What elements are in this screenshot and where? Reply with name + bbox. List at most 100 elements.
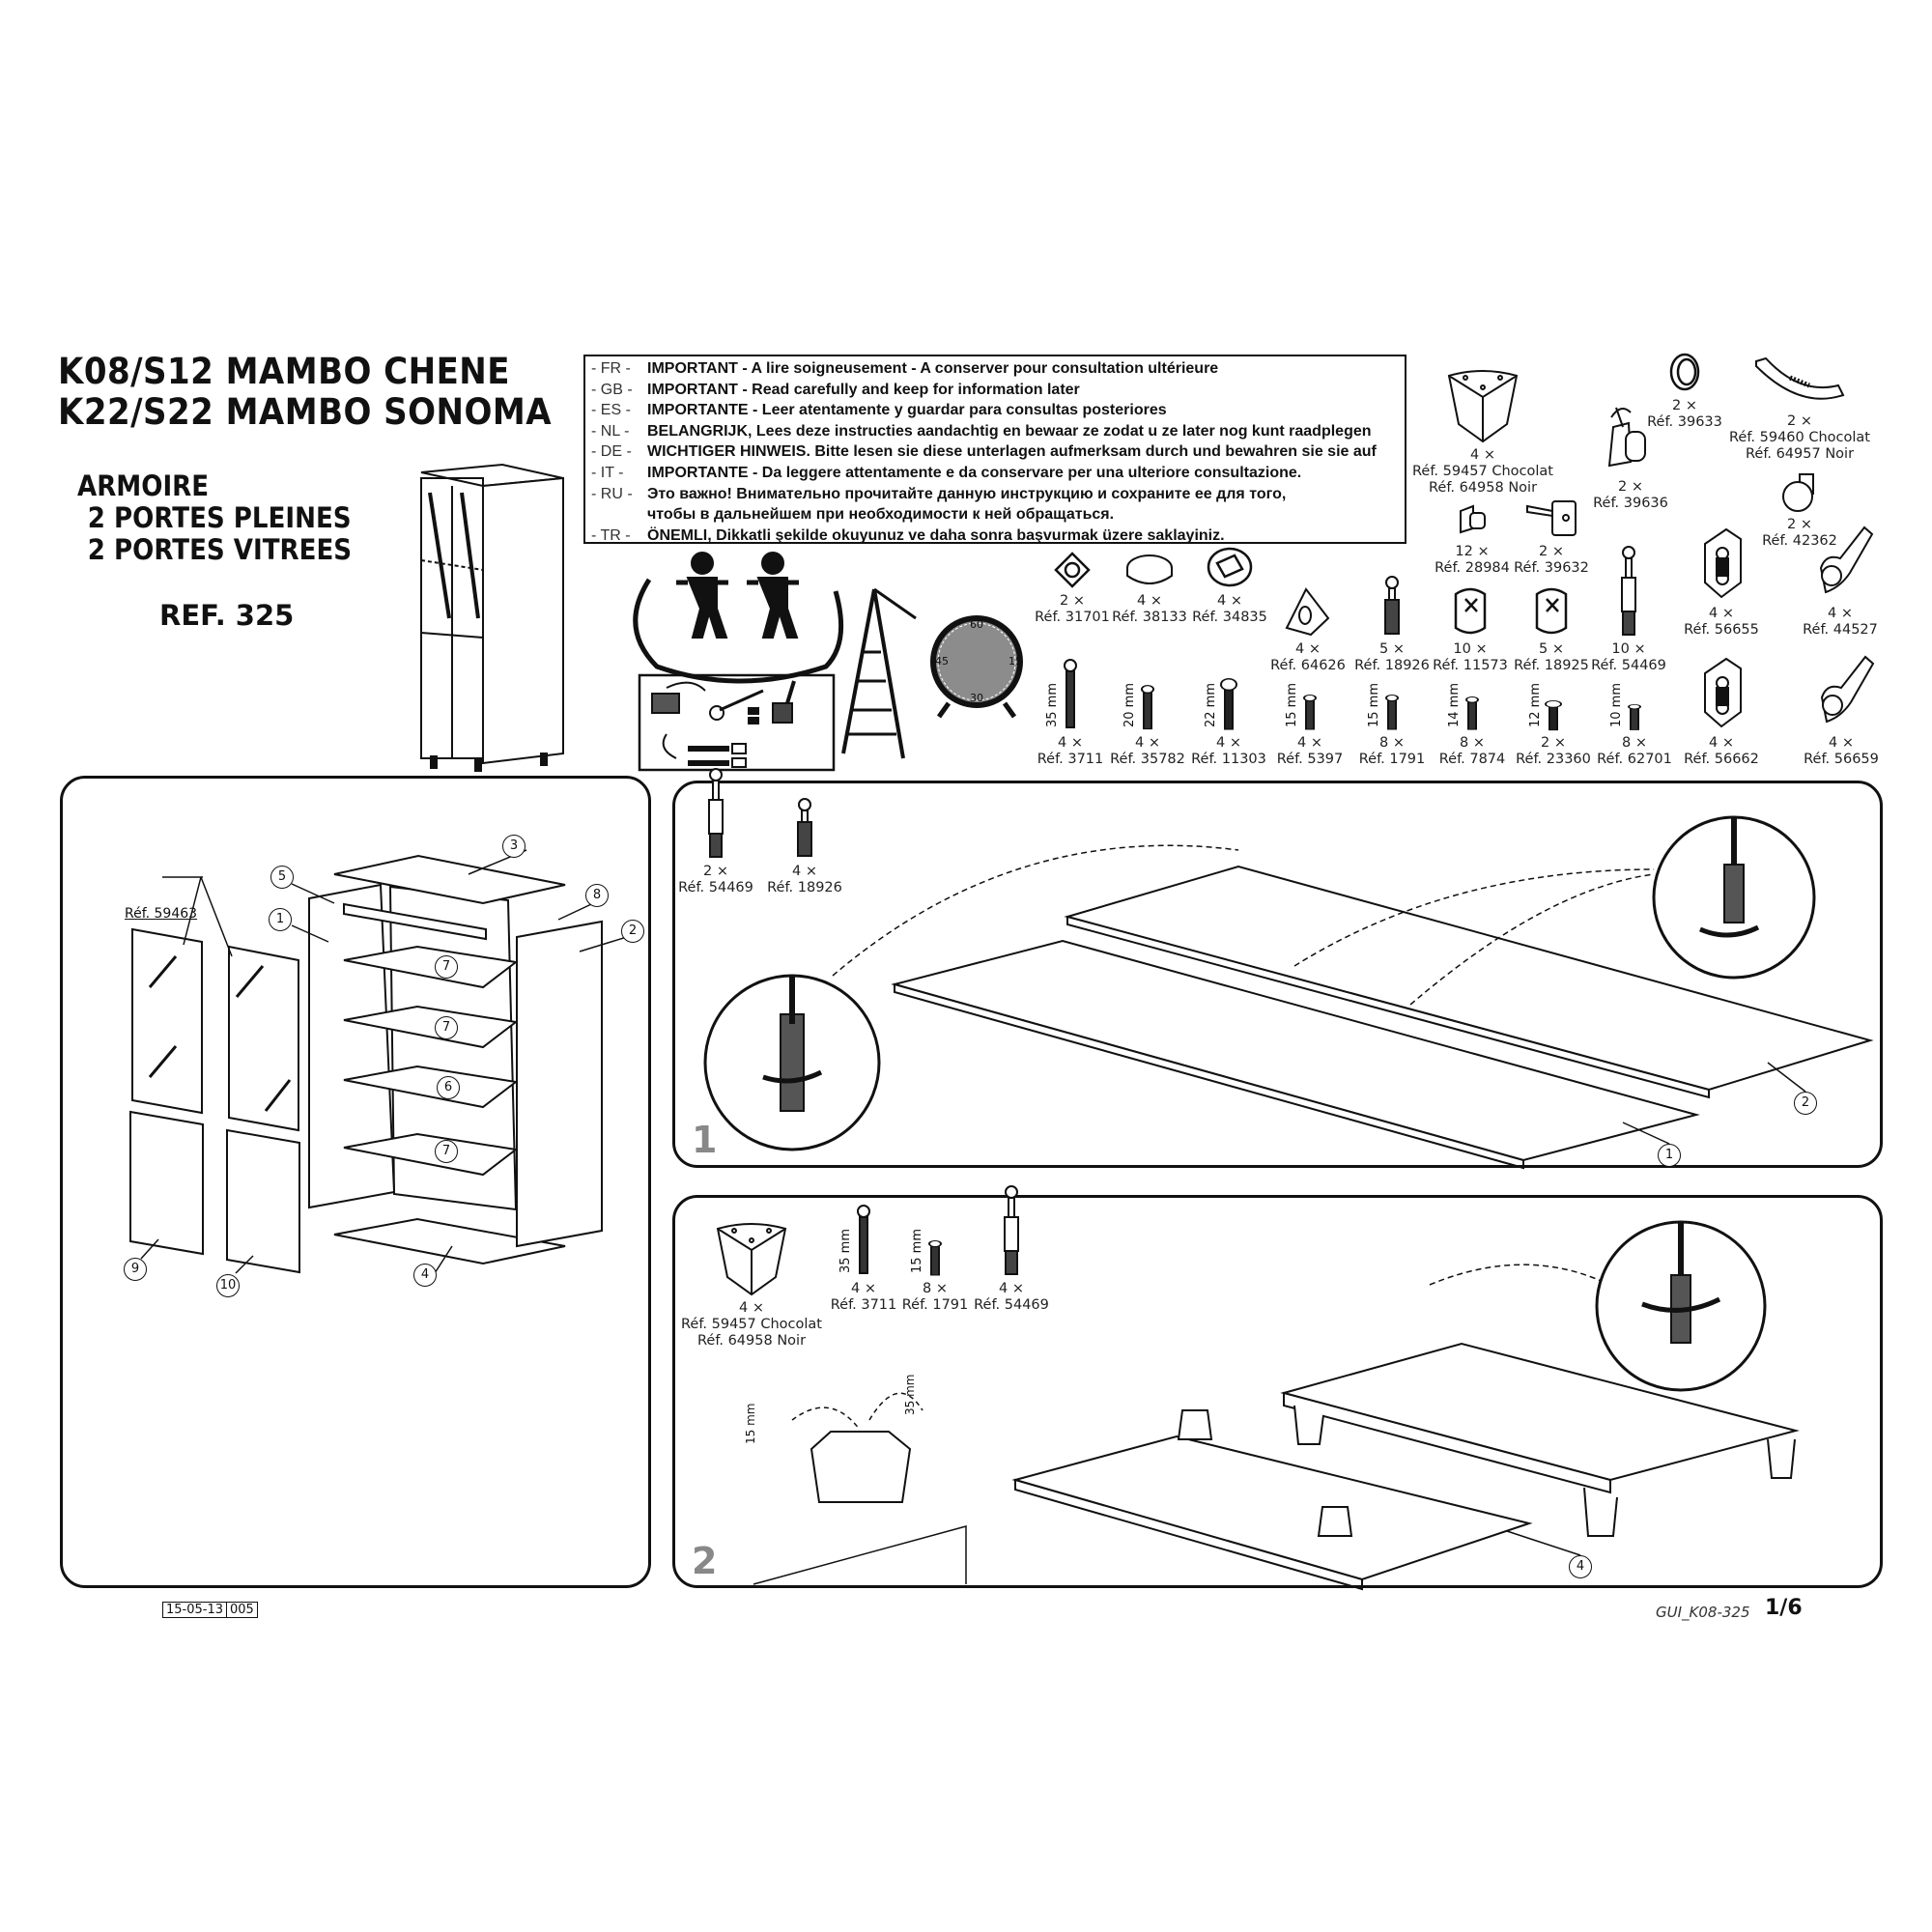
part-quantity: 4 × bbox=[739, 1300, 764, 1316]
clock-tick: 30 bbox=[970, 692, 983, 704]
part-label: 2 ×Réf. 54469 bbox=[629, 864, 803, 896]
length-label: 10 mm bbox=[1609, 682, 1624, 727]
page-number: 1/6 bbox=[1765, 1596, 1803, 1620]
part-ref: Réf. 56655 bbox=[1684, 622, 1759, 638]
part-number-callout: 4 bbox=[413, 1264, 437, 1287]
part-ref: Réf. 18926 bbox=[767, 880, 842, 895]
screw-icon bbox=[877, 1240, 993, 1277]
length-label: 12 mm bbox=[1528, 682, 1543, 727]
notice-line: - ES -IMPORTANTE - Leer atentamente y gu… bbox=[591, 400, 1405, 421]
part-quantity: 5 × bbox=[1539, 641, 1564, 657]
part-quantity: 4 × bbox=[851, 1281, 876, 1296]
part-ref: Réf. 39633 bbox=[1647, 414, 1722, 430]
clock-tick: 45 bbox=[935, 655, 949, 668]
step1-panel bbox=[672, 781, 1883, 1168]
part-quantity: 12 × bbox=[1455, 544, 1490, 559]
part-label: 10 ×Réf. 54469 bbox=[1542, 641, 1716, 674]
notice-lang: - RU - bbox=[591, 485, 633, 502]
part-label: 10 ×Réf. 11573 bbox=[1383, 641, 1557, 674]
part-label: 2 ×Réf. 31701 bbox=[985, 593, 1159, 626]
part-quantity: 4 × bbox=[1295, 641, 1321, 657]
part-number-callout: 2 bbox=[621, 920, 644, 943]
part-label: 2 ×Réf. 42362 bbox=[1713, 517, 1887, 550]
part-label: 4 ×Réf. 3711 bbox=[777, 1281, 951, 1314]
notice-text: IMPORTANT - Read carefully and keep for … bbox=[647, 381, 1080, 398]
part-ref: Réf. 11303 bbox=[1191, 752, 1266, 767]
step0-exploded-view-panel bbox=[60, 776, 651, 1588]
notice-text: IMPORTANTE - Da leggere attentamente e d… bbox=[647, 464, 1302, 481]
part-number-callout: 7 bbox=[435, 955, 458, 979]
part-label: 4 ×Réf. 3711 bbox=[983, 735, 1157, 768]
hinge-icon bbox=[1782, 520, 1898, 602]
part-quantity: 4 × bbox=[1216, 735, 1241, 751]
part-quantity: 8 × bbox=[1460, 735, 1485, 751]
revision-date: 15-05-13 bbox=[166, 1603, 224, 1617]
part-number-callout: 6 bbox=[437, 1076, 460, 1099]
part-ref: Réf. 56659 bbox=[1804, 752, 1879, 767]
part-label: 4 ×Réf. 18926 bbox=[718, 864, 892, 896]
part-quantity: 4 × bbox=[1709, 735, 1734, 751]
length-label: 15 mm bbox=[1285, 682, 1299, 727]
part-label: 4 ×Réf. 56655 bbox=[1634, 606, 1808, 639]
part-ref: Réf. 38133 bbox=[1112, 610, 1187, 625]
part-label: 4 ×Réf. 5397 bbox=[1223, 735, 1397, 768]
part-number-callout: 1 bbox=[269, 908, 292, 931]
key-icon bbox=[1493, 497, 1609, 540]
screw-icon bbox=[806, 1205, 922, 1277]
cam-bolt-icon bbox=[658, 768, 774, 860]
part-ref: Réf. 18925 bbox=[1514, 658, 1589, 673]
part-ref: Réf. 54469 bbox=[974, 1297, 1049, 1313]
notice-lang: - DE - bbox=[591, 443, 632, 461]
notice-lang: - TR - bbox=[591, 526, 631, 544]
length-label: 35 mm bbox=[838, 1228, 853, 1273]
part-ref: Réf. 42362 bbox=[1762, 533, 1837, 549]
product-subtitle: ARMOIRE 2 PORTES PLEINES 2 PORTES VITREE… bbox=[77, 470, 352, 566]
plate-icon bbox=[1014, 551, 1130, 589]
part-label: 5 ×Réf. 18926 bbox=[1305, 641, 1479, 674]
notice-lang: - IT - bbox=[591, 464, 624, 481]
part-label: 4 ×Réf. 56662 bbox=[1634, 735, 1808, 768]
part-quantity: 2 × bbox=[1672, 398, 1697, 413]
revision-date-box: 15-05-13 005 bbox=[162, 1602, 258, 1618]
part-label: 4 ×Réf. 44527 bbox=[1753, 606, 1927, 639]
notice-line: - NL -BELANGRIJK, Lees deze instructies … bbox=[591, 421, 1405, 442]
part-ref: Réf. 23360 bbox=[1516, 752, 1591, 767]
part-ref: Réf. 54469 bbox=[678, 880, 753, 895]
length-label: 35 mm bbox=[1045, 682, 1060, 727]
step2-base-drawing bbox=[753, 1220, 1800, 1591]
part-label: 4 ×Réf. 64626 bbox=[1221, 641, 1395, 674]
part-quantity: 2 × bbox=[1787, 517, 1812, 532]
part-label: 8 ×Réf. 1791 bbox=[848, 1281, 1022, 1314]
notice-line: - RU - Это важно! Внимательно прочитайте … bbox=[591, 484, 1405, 505]
part-ref: Réf. 11573 bbox=[1433, 658, 1508, 673]
part-number-callout: 1 bbox=[1658, 1144, 1681, 1167]
title-line: K08/S12 MAMBO CHENE bbox=[58, 351, 510, 392]
part-ref: Réf. 3711 bbox=[1037, 752, 1104, 767]
subtitle-line: ARMOIRE bbox=[77, 469, 210, 502]
part-label: 4 ×Réf. 35782 bbox=[1061, 735, 1235, 768]
part-label: 2 ×Réf. 39636 bbox=[1544, 479, 1718, 512]
notice-lang: - FR - bbox=[591, 360, 631, 377]
part-ref: Réf. 28984 bbox=[1435, 560, 1510, 576]
part-ref: Réf. 64626 bbox=[1270, 658, 1346, 673]
product-title: K08/S12 MAMBO CHENE K22/S22 MAMBO SONOMA bbox=[58, 352, 552, 433]
length-label: 15 mm bbox=[910, 1228, 924, 1273]
part-label: 2 ×Réf. 39633 bbox=[1598, 398, 1772, 431]
notice-text: Это важно! Внимательно прочитайте данную… bbox=[647, 485, 1287, 502]
notice-line: - GB -IMPORTANT - Read carefully and kee… bbox=[591, 380, 1405, 401]
part-quantity: 2 × bbox=[1541, 735, 1566, 751]
part-ref: Réf. 62701 bbox=[1597, 752, 1672, 767]
part-ref: Réf. 64958 Noir bbox=[1428, 480, 1538, 496]
leg-icon bbox=[1425, 366, 1541, 443]
length-label: 14 mm bbox=[1447, 682, 1462, 727]
screw-icon bbox=[1414, 696, 1530, 731]
hinge-plate-icon bbox=[1663, 654, 1779, 731]
notice-text: IMPORTANTE - Leer atentamente y guardar … bbox=[647, 402, 1167, 419]
part-number-callout: 7 bbox=[435, 1016, 458, 1039]
part-quantity: 4 × bbox=[1137, 593, 1162, 609]
part-label: 4 ×Réf. 54469 bbox=[924, 1281, 1098, 1314]
